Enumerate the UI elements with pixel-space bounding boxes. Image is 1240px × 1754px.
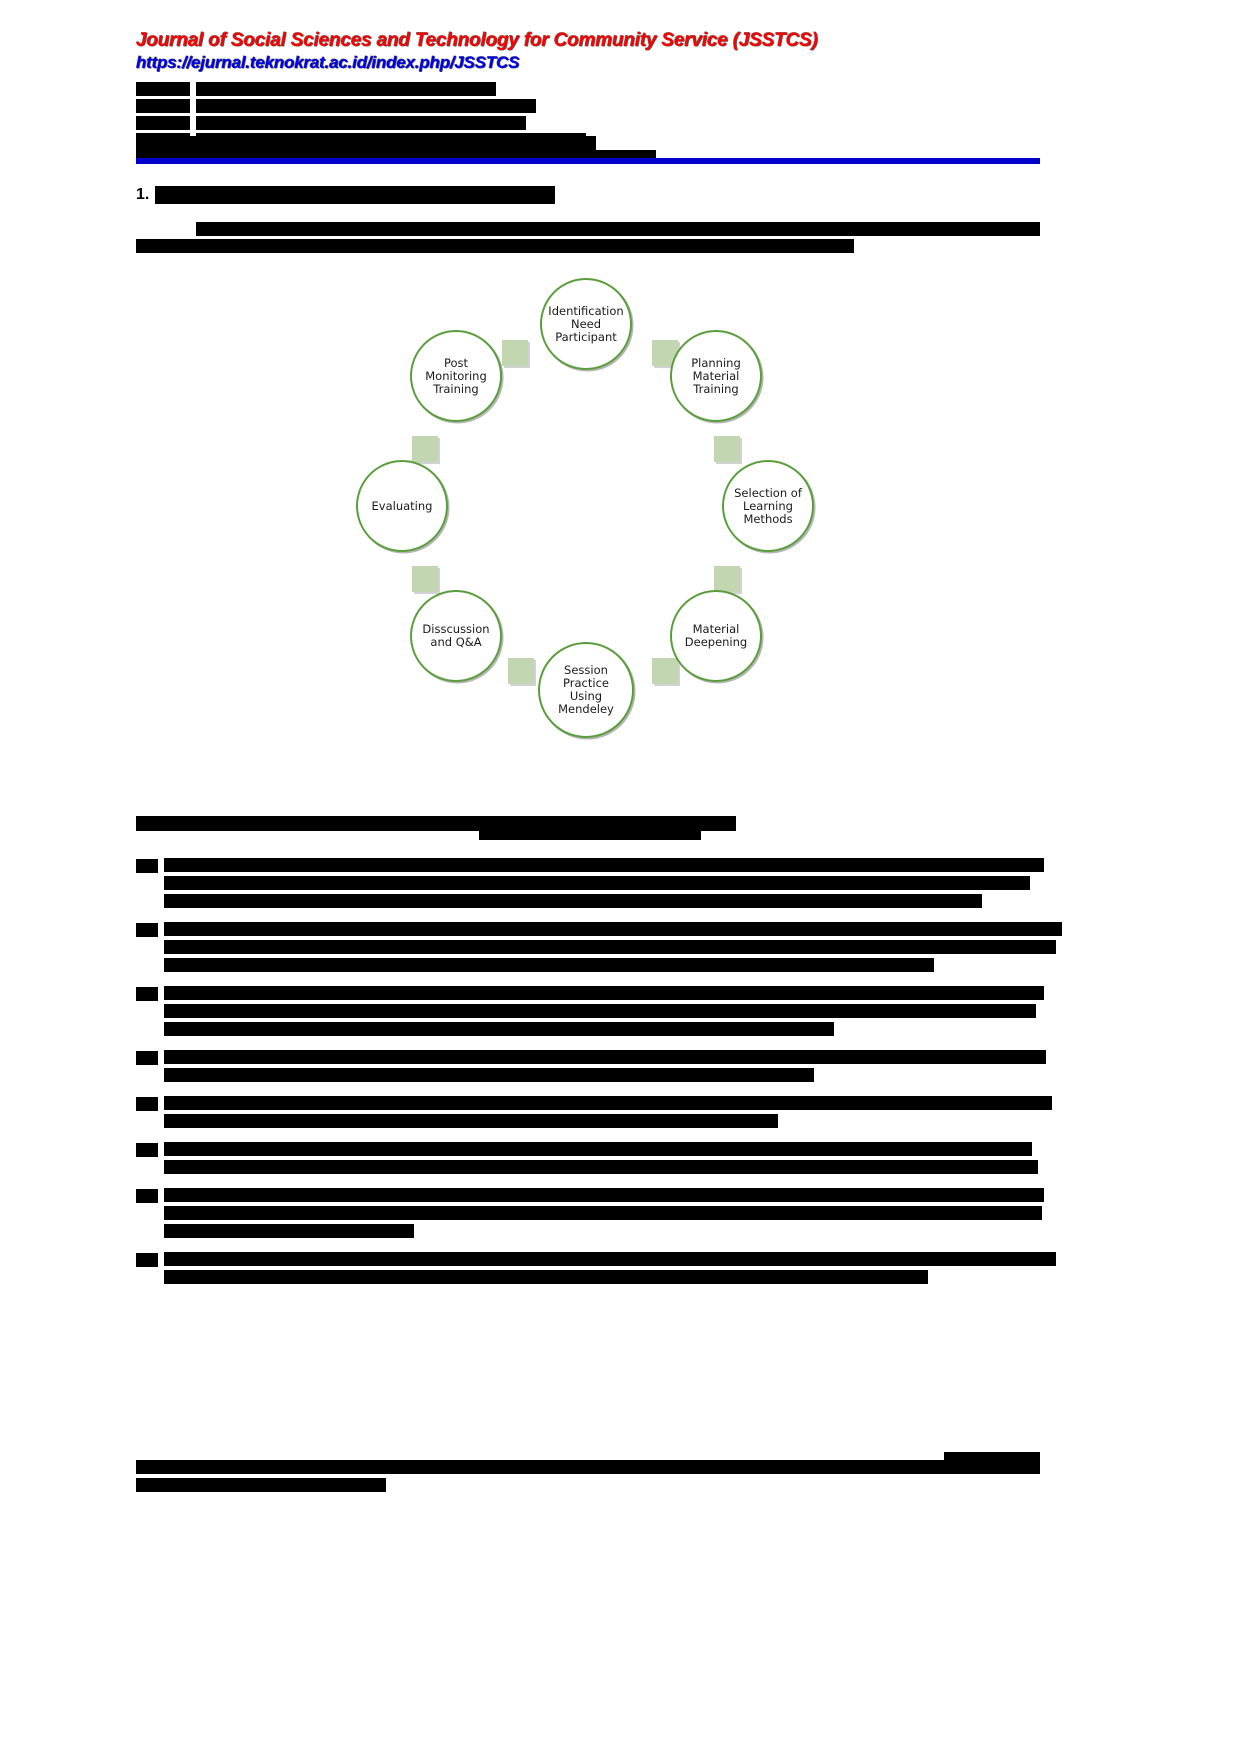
text-line-redaction (164, 1270, 928, 1284)
text-line-redaction (164, 1160, 1038, 1174)
cycle-node-label: Identification Need Participant (548, 303, 624, 344)
cycle-node-identification-need-participant: Identification Need Participant (540, 278, 632, 370)
list-item-body (164, 1096, 1052, 1132)
journal-title: Journal of Social Sciences and Technolog… (136, 30, 818, 51)
text-line-redaction (136, 816, 736, 831)
journal-header: Journal of Social Sciences and Technolog… (136, 30, 1040, 73)
list-item-body (164, 1050, 1046, 1086)
cycle-node-label: Planning Material Training (691, 355, 741, 396)
list-item-body (164, 1142, 1040, 1178)
list-item-body (164, 858, 1044, 912)
text-line-redaction (164, 858, 1044, 872)
list-item (136, 1142, 1040, 1178)
cycle-node-label: Post Monitoring Training (425, 355, 487, 396)
section-number: 1. (136, 186, 150, 203)
metadata-value-redaction (196, 82, 496, 96)
text-line-redaction (164, 1096, 1052, 1110)
list-item-number-redaction (136, 923, 158, 937)
metadata-extra-redaction (136, 136, 596, 150)
cycle-node-disscussion-and-qa: Disscussion and Q&A (410, 590, 502, 682)
list-item-body (164, 1188, 1044, 1242)
cycle-node-material-deepening: Material Deepening (670, 590, 762, 682)
text-line-redaction (164, 1050, 1046, 1064)
cycle-node-label: Session Practice Using Mendeley (558, 663, 614, 716)
list-item-number-redaction (136, 1051, 158, 1065)
cycle-node-planning-material-training: Planning Material Training (670, 330, 762, 422)
text-line-redaction (164, 1114, 778, 1128)
list-item-number-redaction (136, 1097, 158, 1111)
section-title-redaction (155, 186, 556, 204)
list-item (136, 1096, 1052, 1132)
list-item-number-redaction (136, 1189, 158, 1203)
arrow-material-to-session-icon (652, 658, 678, 684)
metadata-row (136, 82, 606, 96)
text-line-redaction (164, 894, 982, 908)
list-item-body (164, 986, 1044, 1040)
list-item-number-redaction (136, 1253, 158, 1267)
cycle-node-label: Selection of Learning Methods (734, 485, 802, 526)
metadata-row (136, 116, 606, 130)
footer-paragraph-redacted (136, 1460, 1040, 1496)
text-line-redaction (164, 940, 1056, 954)
cycle-node-label: Material Deepening (684, 622, 748, 649)
arrow-disscussion-to-evaluating-icon (412, 566, 438, 592)
list-item (136, 1252, 1056, 1288)
text-line-redaction (164, 1142, 1032, 1156)
numbered-list-redacted (136, 858, 1062, 1298)
list-item-body (164, 922, 1062, 976)
text-line-redaction (164, 1004, 1036, 1018)
header-divider-rule (136, 158, 1040, 164)
cycle-node-label: Disscussion and Q&A (422, 622, 490, 649)
text-line-redaction (164, 1224, 414, 1238)
list-item-number-redaction (136, 987, 158, 1001)
metadata-key-redaction (136, 82, 190, 96)
list-item-body (164, 1252, 1056, 1288)
text-line-redaction (164, 1188, 1044, 1202)
list-section-heading-redacted (136, 816, 1040, 834)
list-item (136, 922, 1062, 976)
text-line-redaction (164, 1068, 814, 1082)
journal-url[interactable]: https://ejurnal.teknokrat.ac.id/index.ph… (136, 53, 520, 72)
text-line-redaction (136, 239, 854, 253)
cycle-diagram: Identification Need Participant Planning… (330, 278, 850, 748)
arrow-session-to-disscussion-icon (508, 658, 534, 684)
arrow-evaluating-to-post-icon (412, 436, 438, 462)
metadata-row (136, 99, 606, 113)
list-item (136, 1188, 1044, 1242)
text-line-redaction (164, 1252, 1056, 1266)
arrow-planning-to-selection-icon (714, 436, 740, 462)
text-line-redaction (164, 958, 934, 972)
text-line-redaction (196, 222, 1040, 236)
metadata-value-redaction (196, 116, 526, 130)
cycle-node-selection-of-learning-methods: Selection of Learning Methods (722, 460, 814, 552)
text-line-redaction (164, 922, 1062, 936)
list-item (136, 858, 1044, 912)
cycle-node-evaluating: Evaluating (356, 460, 448, 552)
text-line-redaction (136, 1460, 1016, 1474)
metadata-key-redaction (136, 116, 190, 130)
metadata-key-redaction (136, 99, 190, 113)
cycle-node-post-monitoring-training: Post Monitoring Training (410, 330, 502, 422)
doi-link-redaction (136, 150, 656, 160)
text-line-redaction (164, 1022, 834, 1036)
cycle-node-label: Evaluating (371, 498, 433, 513)
intro-paragraph-redacted (136, 222, 1040, 256)
list-item (136, 1050, 1046, 1086)
cycle-node-session-practice-using-mendeley: Session Practice Using Mendeley (538, 642, 634, 738)
section-heading: 1. (136, 186, 556, 204)
text-line-redaction (164, 986, 1044, 1000)
arrow-selection-to-material-icon (714, 566, 740, 592)
list-item-number-redaction (136, 1143, 158, 1157)
text-line-redaction (164, 1206, 1042, 1220)
metadata-value-redaction (196, 99, 536, 113)
arrow-post-to-identification-icon (502, 340, 528, 366)
list-item (136, 986, 1044, 1040)
list-item-number-redaction (136, 859, 158, 873)
text-line-redaction (164, 876, 1030, 890)
text-line-redaction (136, 1478, 386, 1492)
